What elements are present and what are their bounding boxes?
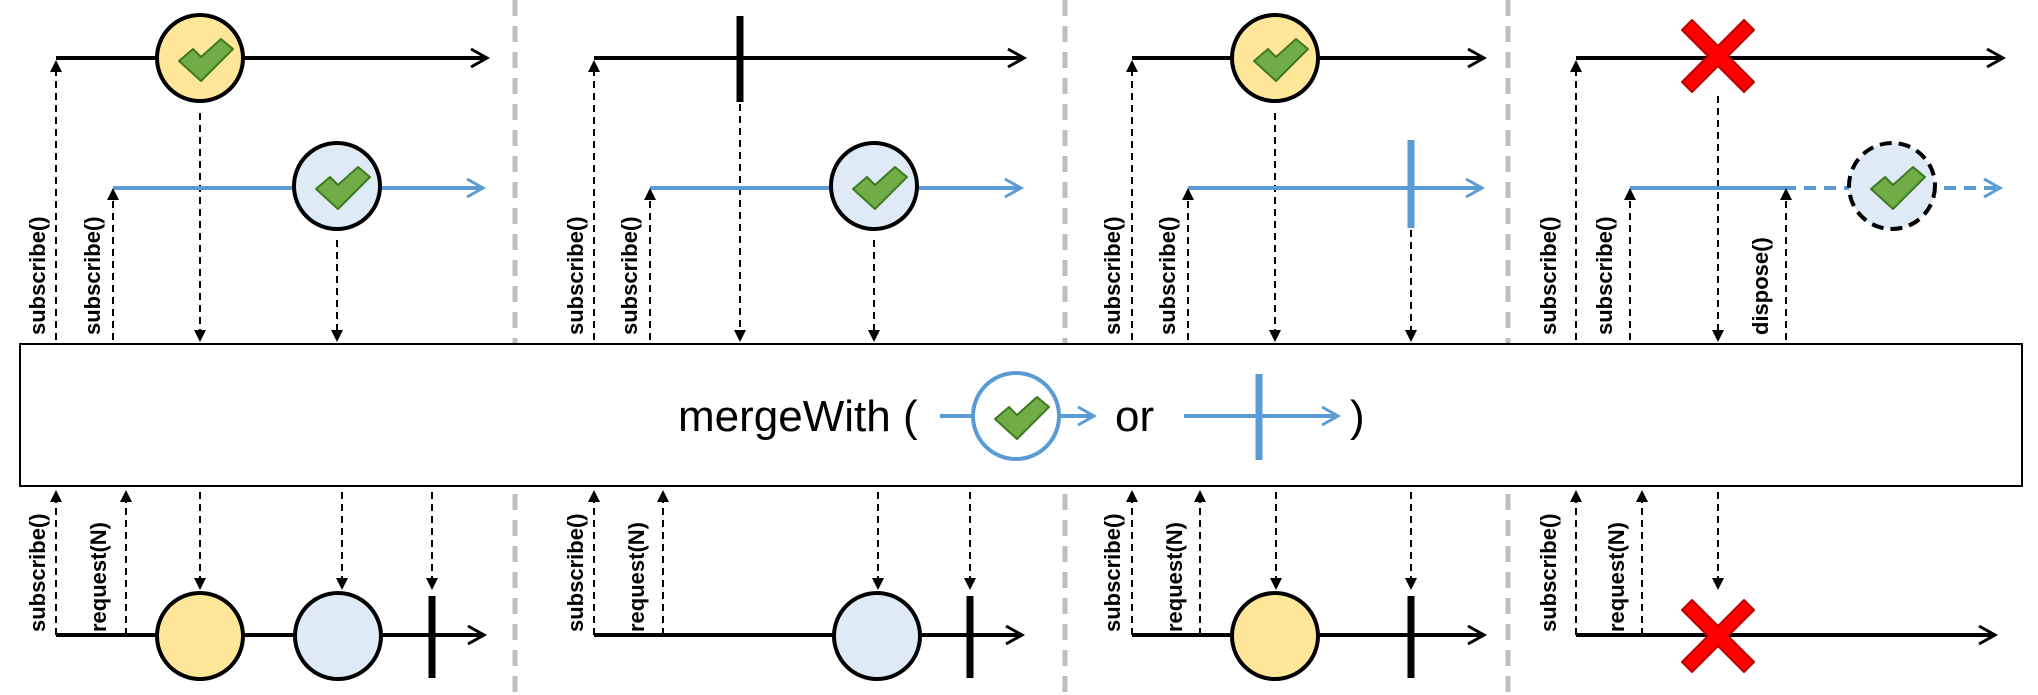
subscribe-label: subscribe() <box>1536 513 1561 632</box>
operator-or: or <box>1115 392 1154 441</box>
request-label: request(N) <box>624 522 649 632</box>
subscribe-label: subscribe() <box>25 513 50 632</box>
subscribe-label: subscribe() <box>563 513 588 632</box>
operator-name: mergeWith ( <box>678 392 918 441</box>
subscribe-label: subscribe() <box>1100 216 1125 335</box>
subscribe-label: subscribe() <box>617 216 642 335</box>
request-label: request(N) <box>1162 522 1187 632</box>
subscribe-label: subscribe() <box>1100 513 1125 632</box>
output-item-blue <box>832 591 922 681</box>
output-item-blue <box>293 591 383 681</box>
operator-close: ) <box>1350 392 1365 441</box>
request-label: request(N) <box>86 522 111 632</box>
request-label: request(N) <box>1604 522 1629 632</box>
subscribe-label: subscribe() <box>1155 216 1180 335</box>
subscribe-label: subscribe() <box>80 216 105 335</box>
subscribe-label: subscribe() <box>25 216 50 335</box>
subscribe-label: subscribe() <box>1536 216 1561 335</box>
operator-box: mergeWith ( or ) <box>19 343 2023 487</box>
subscribe-label: subscribe() <box>1592 216 1617 335</box>
output-item-yellow <box>155 591 245 681</box>
panel-4: subscribe() subscribe() dispose() subscr… <box>1536 19 2007 673</box>
panel-2: subscribe() subscribe() subscribe() requ… <box>563 16 1028 681</box>
subscribe-label: subscribe() <box>563 216 588 335</box>
panel-3: subscribe() subscribe() subscribe() requ… <box>1100 13 1488 681</box>
output-item-yellow <box>1230 591 1320 681</box>
dispose-label: dispose() <box>1748 237 1773 335</box>
panel-1: subscribe() subscribe() subscribe() requ… <box>25 13 491 681</box>
